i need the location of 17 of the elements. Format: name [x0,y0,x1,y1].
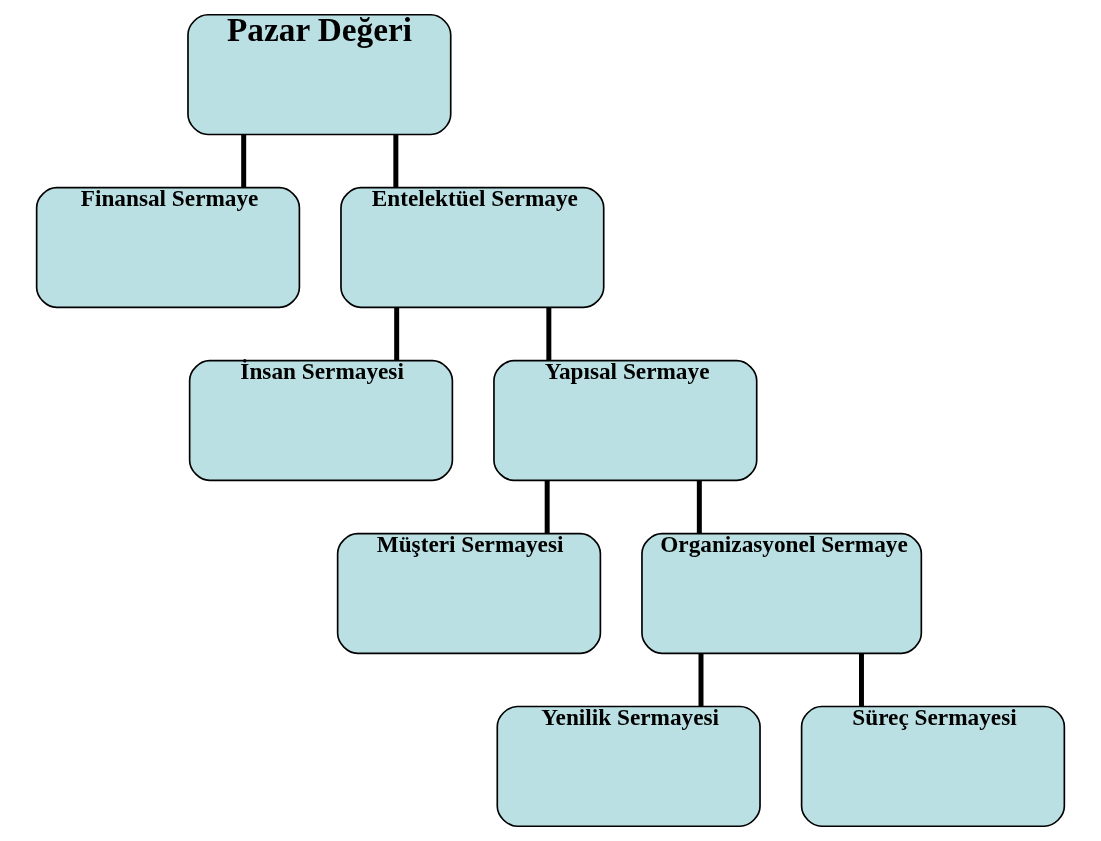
node-box: Yenilik Sermayesi [496,705,761,828]
node-box: İnsan Sermayesi [188,359,454,482]
connector [698,653,704,707]
node-box: Organizasyonel Sermaye [641,532,923,655]
connector [393,134,399,188]
node-box: Finansal Sermaye [35,186,301,309]
node-box: Müşteri Sermayesi [336,532,602,655]
connector [241,134,247,188]
node-box: Süreç Sermayesi [800,705,1066,828]
connector [394,307,400,361]
connector [858,653,864,707]
node-box: Yapısal Sermaye [493,359,758,482]
node-box: Pazar Değeri [187,13,452,136]
node-box: Entelektüel Sermaye [340,186,605,309]
connector [546,307,552,361]
connector [544,480,550,534]
connector [696,480,702,534]
